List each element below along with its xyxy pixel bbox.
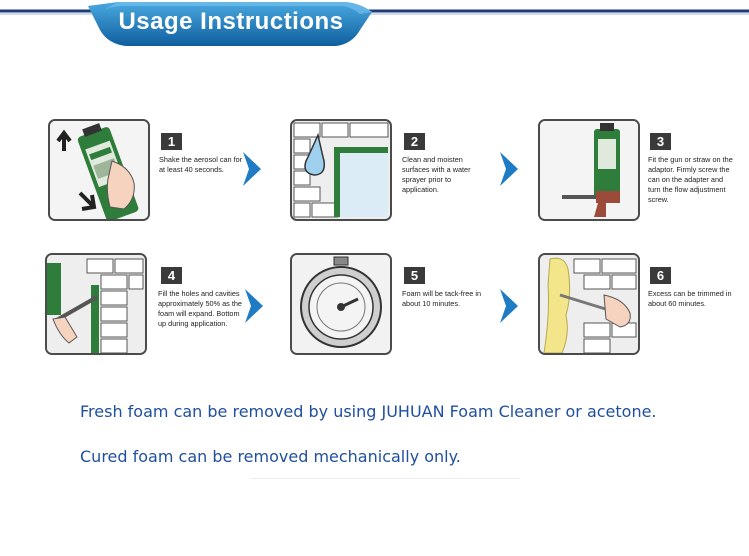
fill-cavity-icon xyxy=(47,255,145,353)
step-4-text: Fill the holes and cavities approximatel… xyxy=(158,289,242,328)
step-1-number: 1 xyxy=(161,133,182,150)
step-5-number: 5 xyxy=(404,267,425,284)
step-3-number: 3 xyxy=(650,133,671,150)
step-3-image xyxy=(538,119,640,221)
step-1-text: Shake the aerosol can for at least 40 se… xyxy=(159,155,243,174)
header-banner: Usage Instructions xyxy=(0,0,749,48)
arrow-right-icon xyxy=(500,289,518,323)
step-2-number: 2 xyxy=(404,133,425,150)
step-4-image xyxy=(45,253,147,355)
foam-gun-icon xyxy=(540,121,638,219)
step-1-image xyxy=(48,119,150,221)
arrow-right-icon xyxy=(500,152,518,186)
header-banner-shape xyxy=(0,2,749,46)
step-3-text: Fit the gun or straw on the adaptor. Fir… xyxy=(648,155,733,204)
step-6-number: 6 xyxy=(650,267,671,284)
water-drop-icon xyxy=(292,121,390,219)
step-6-image xyxy=(538,253,640,355)
page-title: Usage Instructions xyxy=(118,8,344,35)
shake-can-icon xyxy=(50,121,148,219)
step-5-image xyxy=(290,253,392,355)
step-2-text: Clean and moisten surfaces with a water … xyxy=(402,155,471,194)
stopwatch-icon xyxy=(292,255,390,353)
arrow-right-icon xyxy=(245,289,263,323)
step-5-text: Foam will be tack-free in about 10 minut… xyxy=(402,289,482,308)
note-fresh-foam: Fresh foam can be removed by using JUHUA… xyxy=(80,402,657,421)
trim-foam-icon xyxy=(540,255,638,353)
step-2-image xyxy=(290,119,392,221)
divider xyxy=(250,478,520,479)
note-cured-foam: Cured foam can be removed mechanically o… xyxy=(80,447,461,466)
step-6-text: Excess can be trimmed in about 60 minute… xyxy=(648,289,732,308)
step-4-number: 4 xyxy=(161,267,182,284)
arrow-right-icon xyxy=(243,152,261,186)
